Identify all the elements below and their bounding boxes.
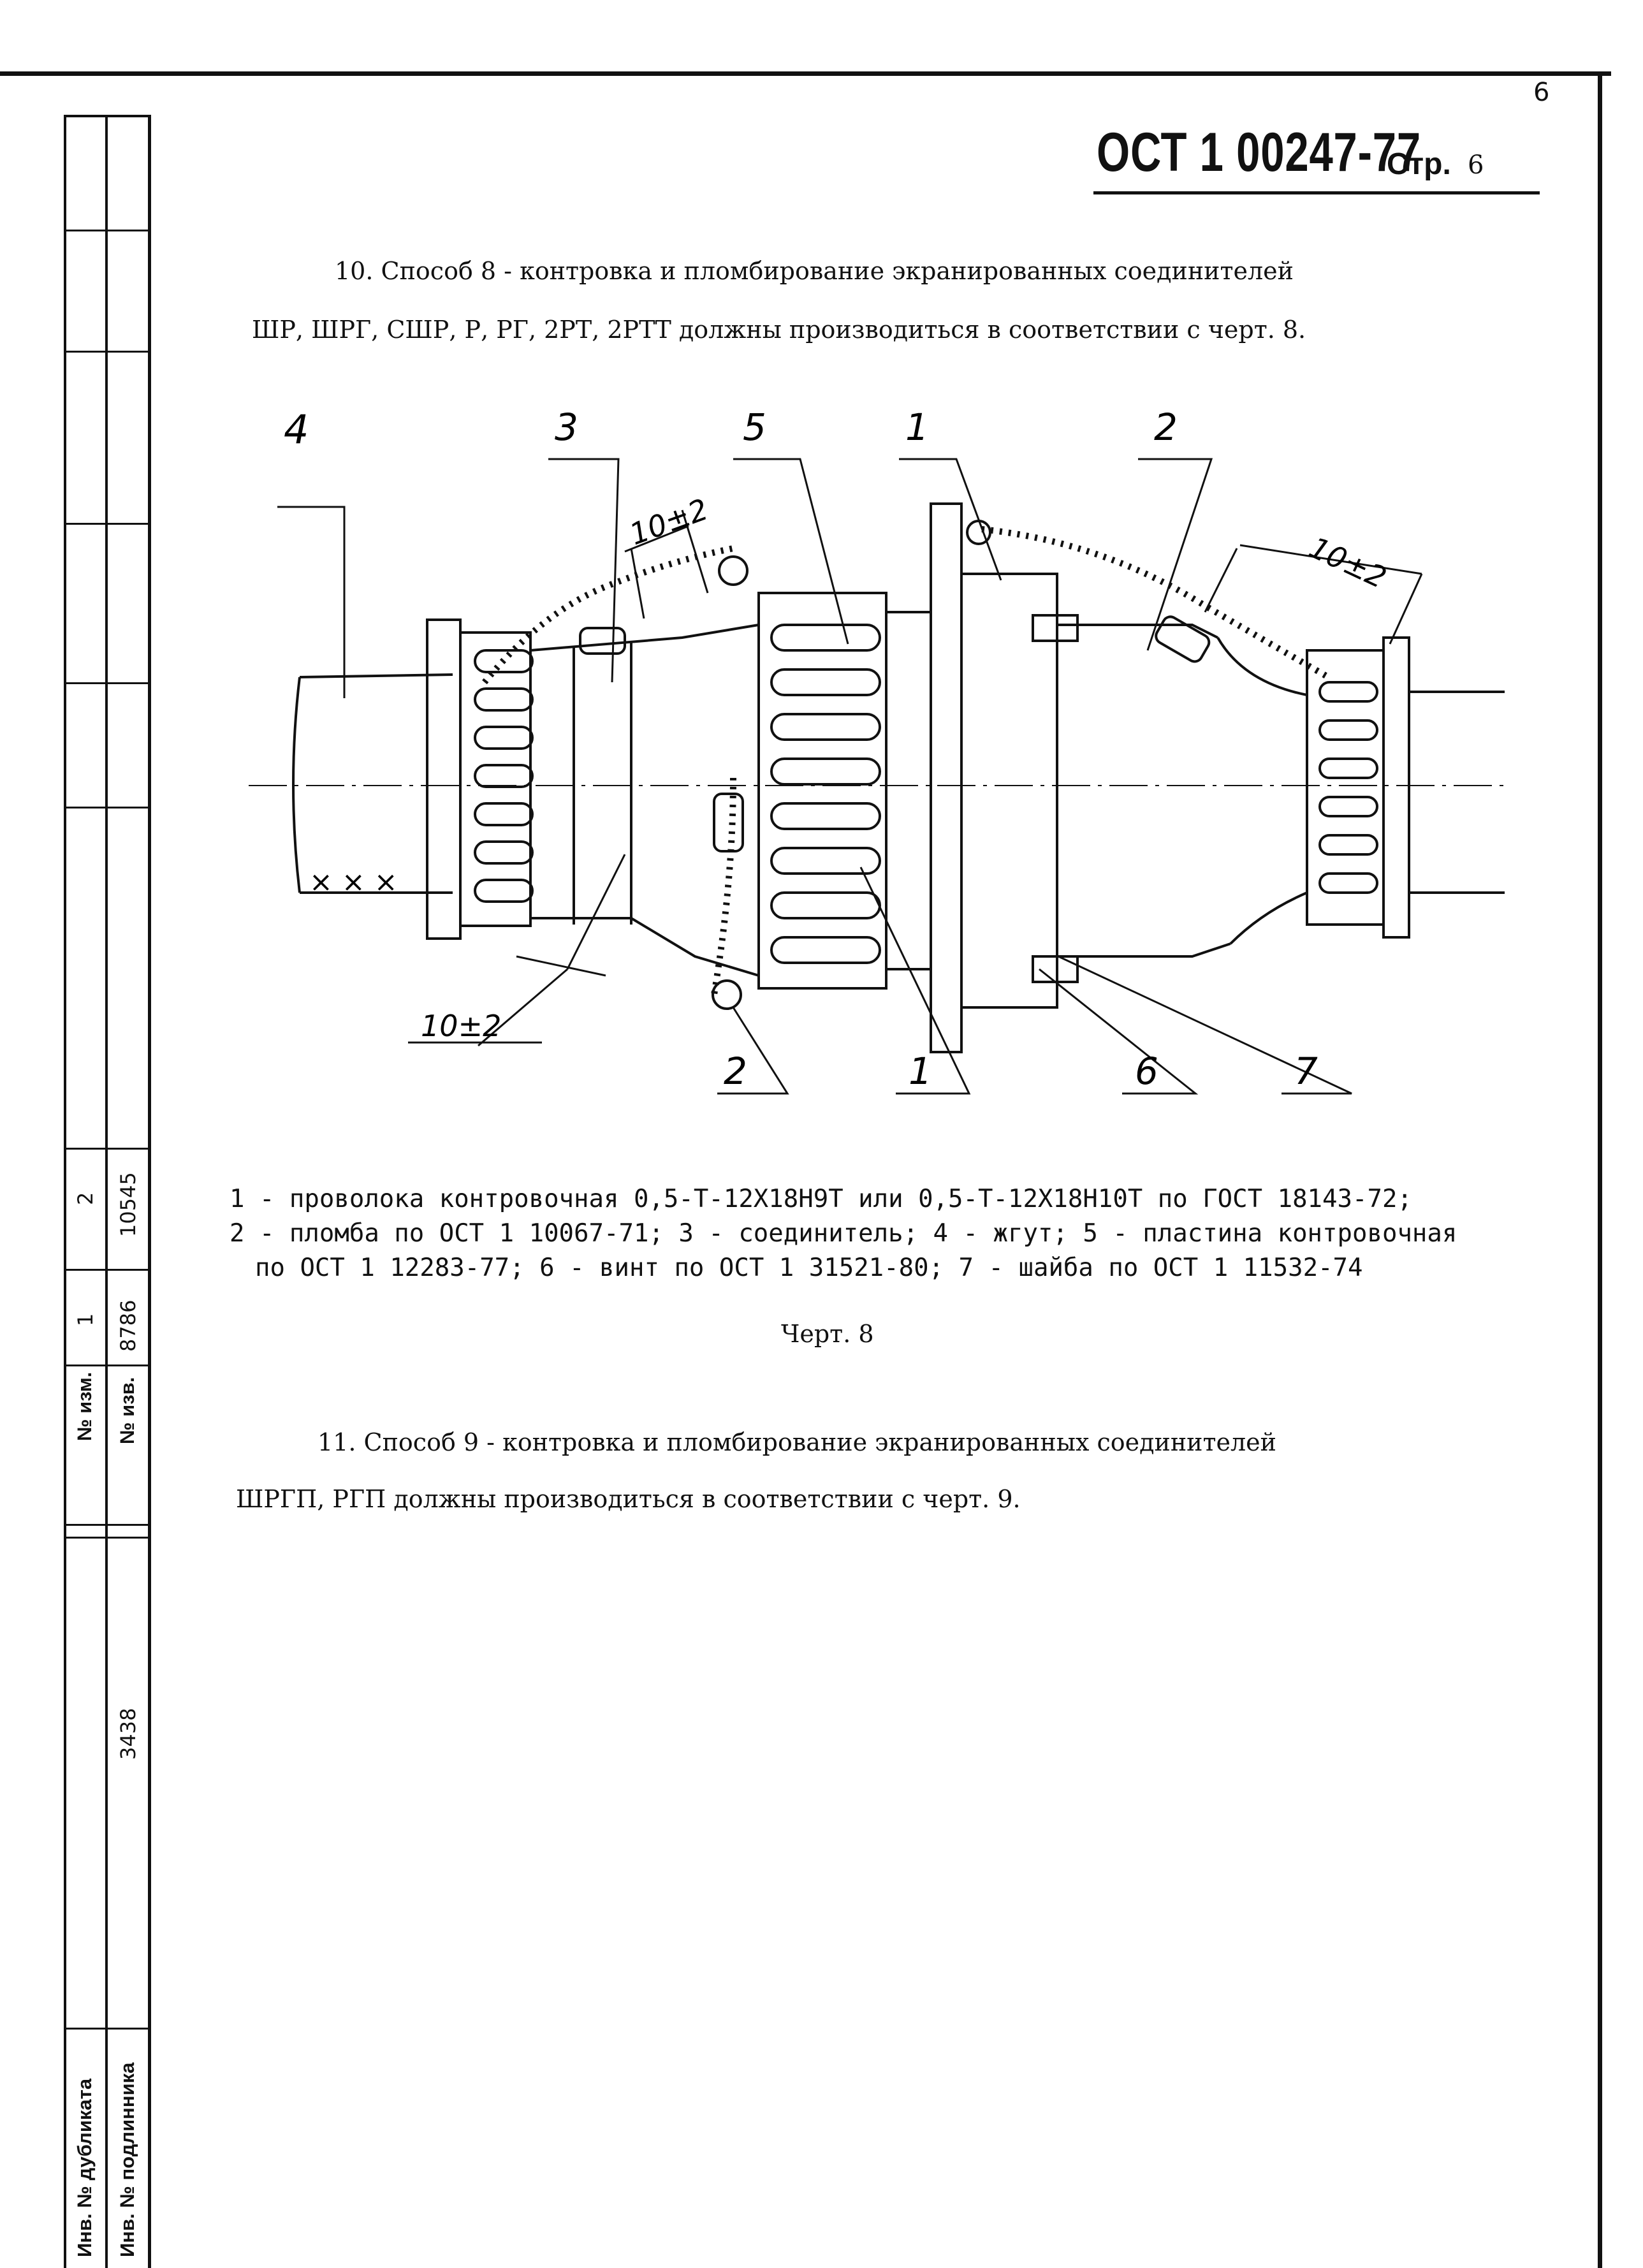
strip-rule [64,807,150,808]
inventory-value: 3438 [116,1708,140,1760]
legend-line-1: 1 - проволока контровочная 0,5-Т-12Х18Н9… [230,1185,1412,1213]
paragraph-11-line-1: 11. Способ 9 - контровка и пломбирование… [318,1428,1276,1456]
callout-6-label: 6 [1135,1050,1158,1093]
callout-5-label: 5 [743,406,766,449]
right-nut-body [1306,649,1385,926]
leader-5 [733,458,849,645]
paragraph-10-line-2: ШР, ШРГ, СШР, Р, РГ, 2РТ, 2РТТ должны пр… [252,316,1306,344]
right-nut-slots [1318,681,1378,894]
wire-chain-top-left [482,545,734,685]
strip-rule [64,351,150,353]
screw-top [1032,614,1079,642]
left-cable-break [292,677,301,893]
strip-rule [64,1364,150,1366]
callout-2-top-label: 2 [1154,406,1178,449]
dimension-top-left-label: 10±2 [625,492,712,552]
duplicate-inventory-label: Инв. № дубликата [73,2078,96,2257]
right-cable [1409,691,1505,894]
wire-eye-top [718,555,748,586]
legend-line-3: по ОСТ 1 12283-77; 6 - винт по ОСТ 1 315… [255,1254,1363,1282]
strip-outer-line [64,115,66,2268]
center-collar [885,611,932,970]
change-2-value: 2 [73,1192,98,1205]
document-header: ОСТ 1 00247-77 Стр. 6 [1093,121,1540,194]
figure-caption: Черт. 8 [781,1320,874,1348]
frame-top-border [0,71,1611,76]
corner-page-number: 6 [1533,78,1550,107]
leader-6 [1039,968,1199,1095]
leader-2-top [1138,458,1213,651]
leader-3 [548,458,620,683]
connector-body [530,624,759,977]
center-nut [757,592,887,990]
notice-1-value: 8786 [116,1299,140,1352]
dimension-bottom-label: 10±2 [421,1009,501,1043]
dimension-bottom-left [478,854,626,1047]
cable-marks: × × × [309,866,398,898]
callout-1-top-label: 1 [905,406,929,449]
seal-right [1155,615,1211,663]
strip-rule [64,2028,150,2030]
leader-7 [1058,955,1352,1095]
seal-left [579,627,626,655]
original-inventory-label: Инв. № подлинника [116,2062,138,2257]
locking-plate [930,502,963,1053]
strip-rule [64,682,150,684]
seal-bottom [713,793,744,852]
change-number-label: № изм. [73,1372,96,1441]
leader-1-bottom [859,867,971,1095]
leader-1-top [899,458,1002,581]
wire-eye-bottom [712,979,742,1010]
frame-right-border [1598,71,1602,2268]
left-nut-body [459,631,532,927]
left-nut-flange [426,618,462,940]
right-nut-flange [1382,636,1410,939]
notice-number-label: № изв. [116,1377,138,1444]
page-value: 6 [1468,150,1484,180]
strip-rule [64,1269,150,1271]
leader-2-bottom [717,1007,789,1095]
dimension-top-right-label: 10±2 [1304,530,1391,595]
connector-locking-drawing: 4 3 5 1 2 2 1 6 7 10±2 10±2 10±2 × × × [249,406,1505,1095]
receptacle-flange [960,573,1058,1009]
strip-rule [64,523,150,525]
legend-line-2: 2 - пломба по ОСТ 1 10067-71; 3 - соедин… [230,1219,1457,1248]
page-label: Стр. [1387,147,1451,181]
strip-rule [64,230,150,231]
document-code: ОСТ 1 00247-77 [1097,122,1421,183]
paragraph-11-line-2: ШРГП, РГП должны производиться в соответ… [236,1485,1021,1513]
callout-2-bottom-label: 2 [724,1050,747,1093]
notice-2-value: 10545 [116,1172,140,1237]
left-nut-slots [474,649,534,903]
callout-1-bottom-label: 1 [909,1050,932,1093]
dimension-top-left [624,509,709,619]
strip-rule [64,1524,150,1526]
dimension-top-right [1204,544,1423,645]
leader-4 [277,506,346,698]
callout-3-label: 3 [555,406,578,449]
paragraph-10-line-1: 10. Способ 8 - контровка и пломбирование… [335,257,1294,285]
left-cable [299,673,453,894]
change-1-value: 1 [73,1313,98,1326]
callout-7-label: 7 [1294,1050,1318,1093]
strip-rule [64,1537,150,1539]
wire-chain-bottom [711,777,736,995]
center-nut-slots [770,624,881,964]
strip-top-line [64,115,150,117]
callout-4-label: 4 [284,406,309,453]
strip-middle-line [105,115,108,2268]
strip-rule [64,1148,150,1150]
frame-left-border [148,115,151,2268]
